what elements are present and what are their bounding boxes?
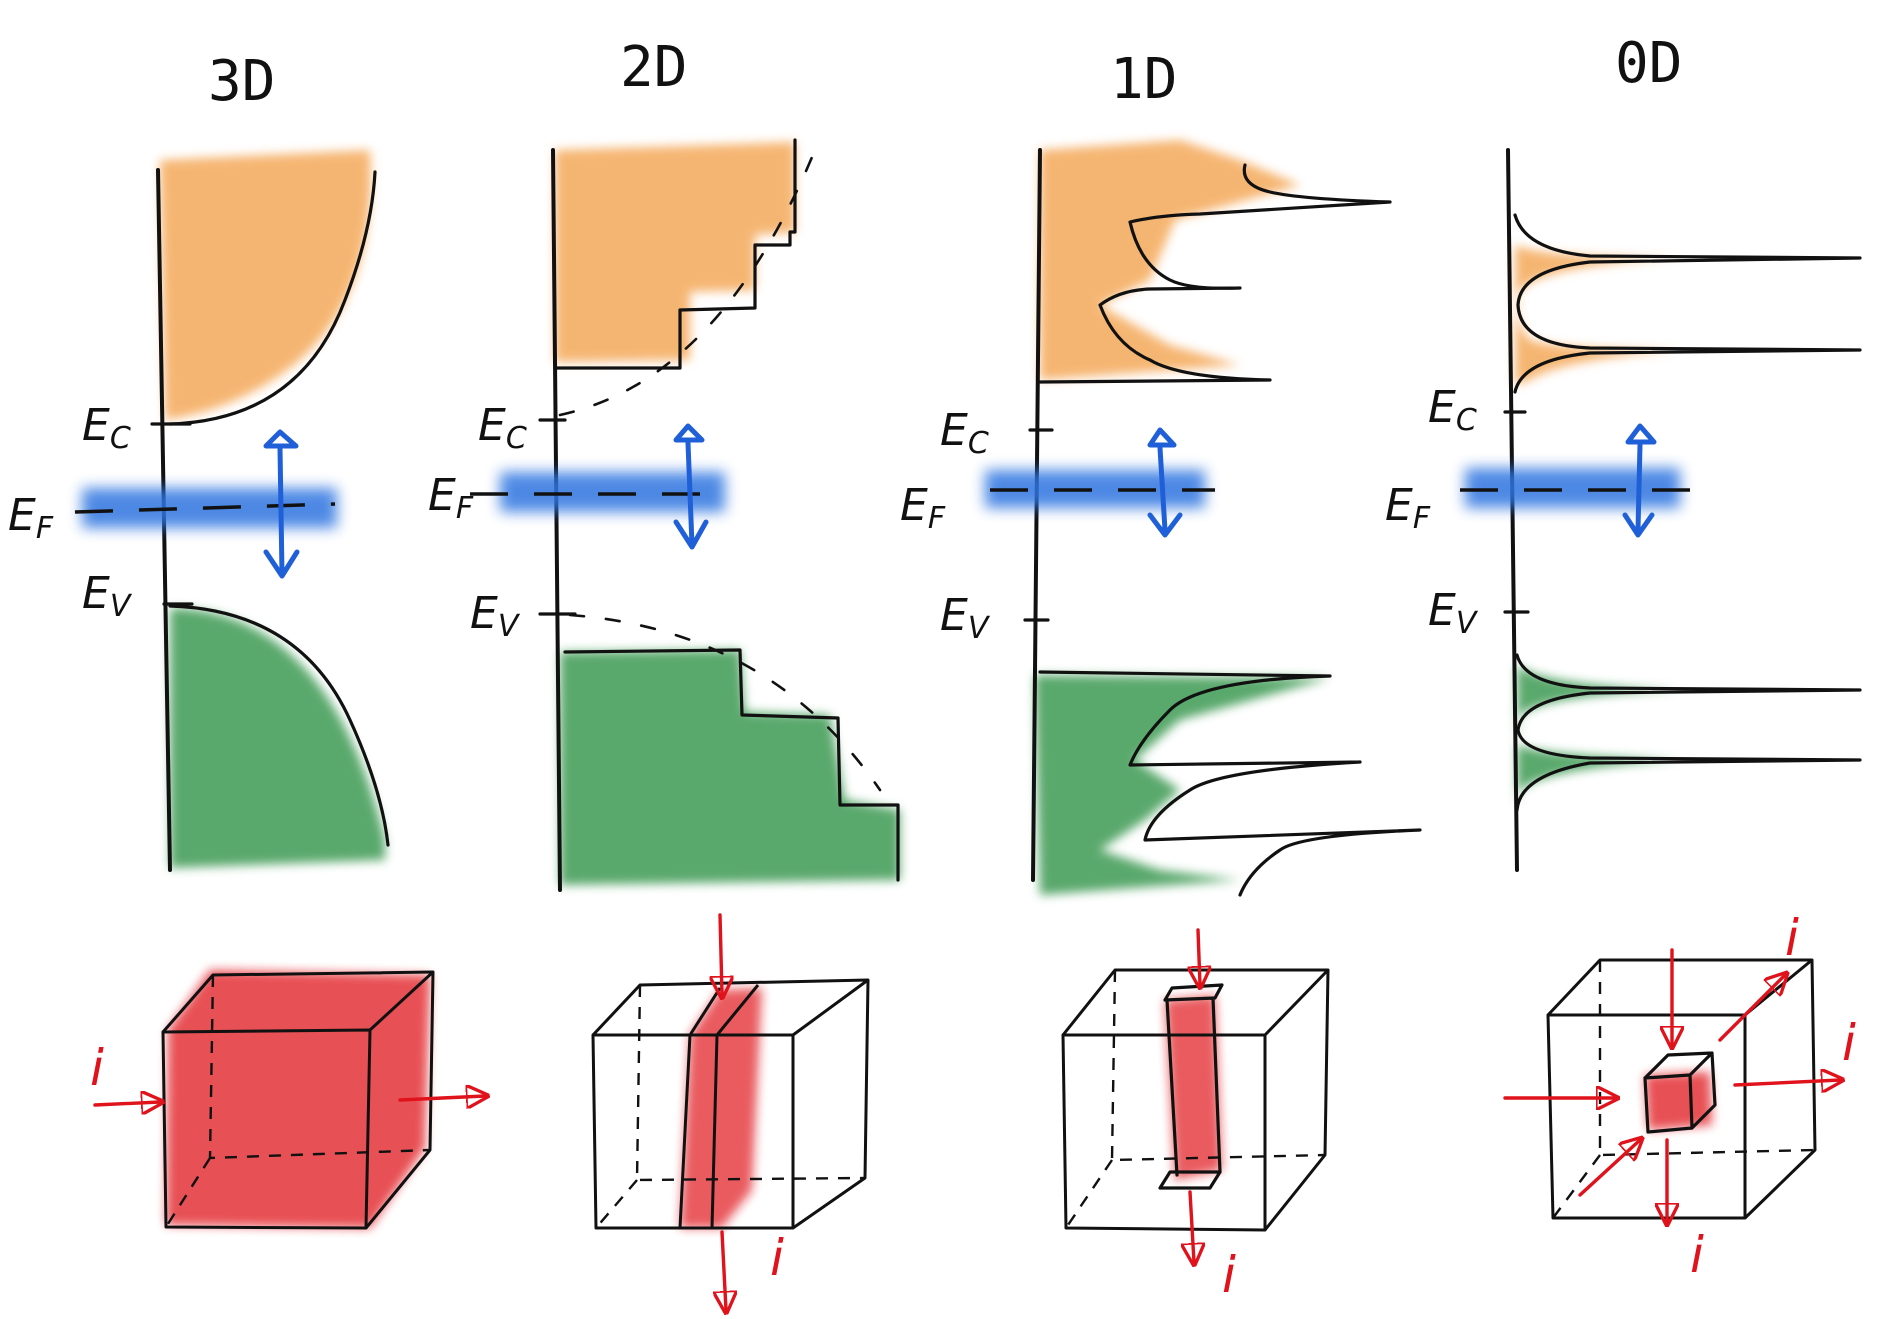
bulk-cube-3d [161,970,435,1230]
conduction-dos-peaks-0d [1513,213,1862,394]
ev-label-3d: EV [82,568,133,624]
current-out-arrow-3d [398,1096,485,1100]
panel-3d: 3D EC EF EV i [8,49,485,1230]
current-in-arrow-3d [93,1102,160,1105]
fermi-shift-arrow-2d [673,423,709,550]
conduction-band-fill-2d [555,142,795,362]
conduction-dos-curve-3d [168,170,377,426]
ec-label-2d: EC [478,400,527,456]
ef-label-1d: EF [900,480,946,536]
current-in-arrow-2d [720,913,722,995]
ef-label-3d: EF [8,490,54,546]
valence-parabola-2d [568,613,882,792]
current-arrow-right-0d [1733,1080,1840,1085]
ef-label-0d: EF [1385,480,1431,536]
fermi-shift-arrow-3d [263,429,300,579]
conduction-dos-steps-2d [553,138,797,370]
material-dot-0d [1645,1072,1712,1130]
valence-band-fill-0d [1517,665,1680,805]
current-label-bottom-0d: i [1690,1226,1704,1284]
valence-dos-spikes-1d [1038,670,1422,897]
current-out-arrow-1d [1190,1190,1194,1262]
energy-axis-0d [1506,148,1519,872]
ev-label-1d: EV [940,590,991,646]
quantum-wire-cube-1d [1061,968,1330,1232]
ec-label-1d: EC [940,405,989,461]
panel-title-1d: 1D [1110,47,1177,112]
valence-band-fill-1d [1035,675,1330,895]
current-out-arrow-2d [722,1230,726,1310]
current-label-1d: i [1222,1246,1236,1304]
energy-axis-1d [1031,148,1042,882]
panel-title-3d: 3D [208,49,275,114]
quantum-well-cube-2d [591,978,870,1230]
valence-dos-steps-2d [563,648,900,882]
panel-title-2d: 2D [620,35,687,100]
current-arrow-lowerleft-0d [1578,1140,1640,1197]
current-in-arrow-1d [1198,928,1200,985]
conduction-dos-spikes-1d [1038,163,1392,384]
material-volume-3d [166,970,430,1228]
conduction-parabola-2d [558,148,817,417]
fermi-shift-arrow-0d [1622,423,1657,538]
fermi-level-band-0d [1465,468,1680,508]
fermi-level-line-3d [74,502,336,514]
conduction-band-fill-3d [160,150,371,420]
current-label-3d: i [90,1039,104,1097]
panel-0d: 0D EC EF EV i i i [1385,31,1862,1284]
conduction-band-fill-1d [1040,140,1300,380]
ec-label-3d: EC [82,400,131,456]
ev-label-0d: EV [1428,585,1479,641]
conduction-band-fill-0d [1515,245,1680,385]
energy-axis-2d [551,148,562,892]
quantum-dot-cube-0d [1546,958,1817,1220]
ef-label-2d: EF [428,470,474,526]
ec-label-0d: EC [1428,382,1477,438]
valence-band-fill-2d [560,650,900,885]
current-arrow-upright-0d [1718,975,1785,1042]
material-wire-1d [1165,995,1222,1180]
valence-band-fill-3d [170,608,385,868]
ev-label-2d: EV [470,588,521,644]
current-label-2d: i [770,1229,784,1287]
valence-dos-peaks-0d [1515,653,1862,812]
panel-2d: 2D EC EF EV i [428,35,900,1310]
material-slab-2d [680,988,762,1228]
fermi-shift-arrow-1d [1147,427,1183,538]
current-label-upright-0d: i [1785,909,1799,967]
panel-title-0d: 0D [1615,31,1682,96]
valence-dos-curve-3d [168,604,390,847]
current-label-right-0d: i [1842,1014,1856,1072]
panel-1d: 1D EC EF EV i [900,47,1422,1304]
